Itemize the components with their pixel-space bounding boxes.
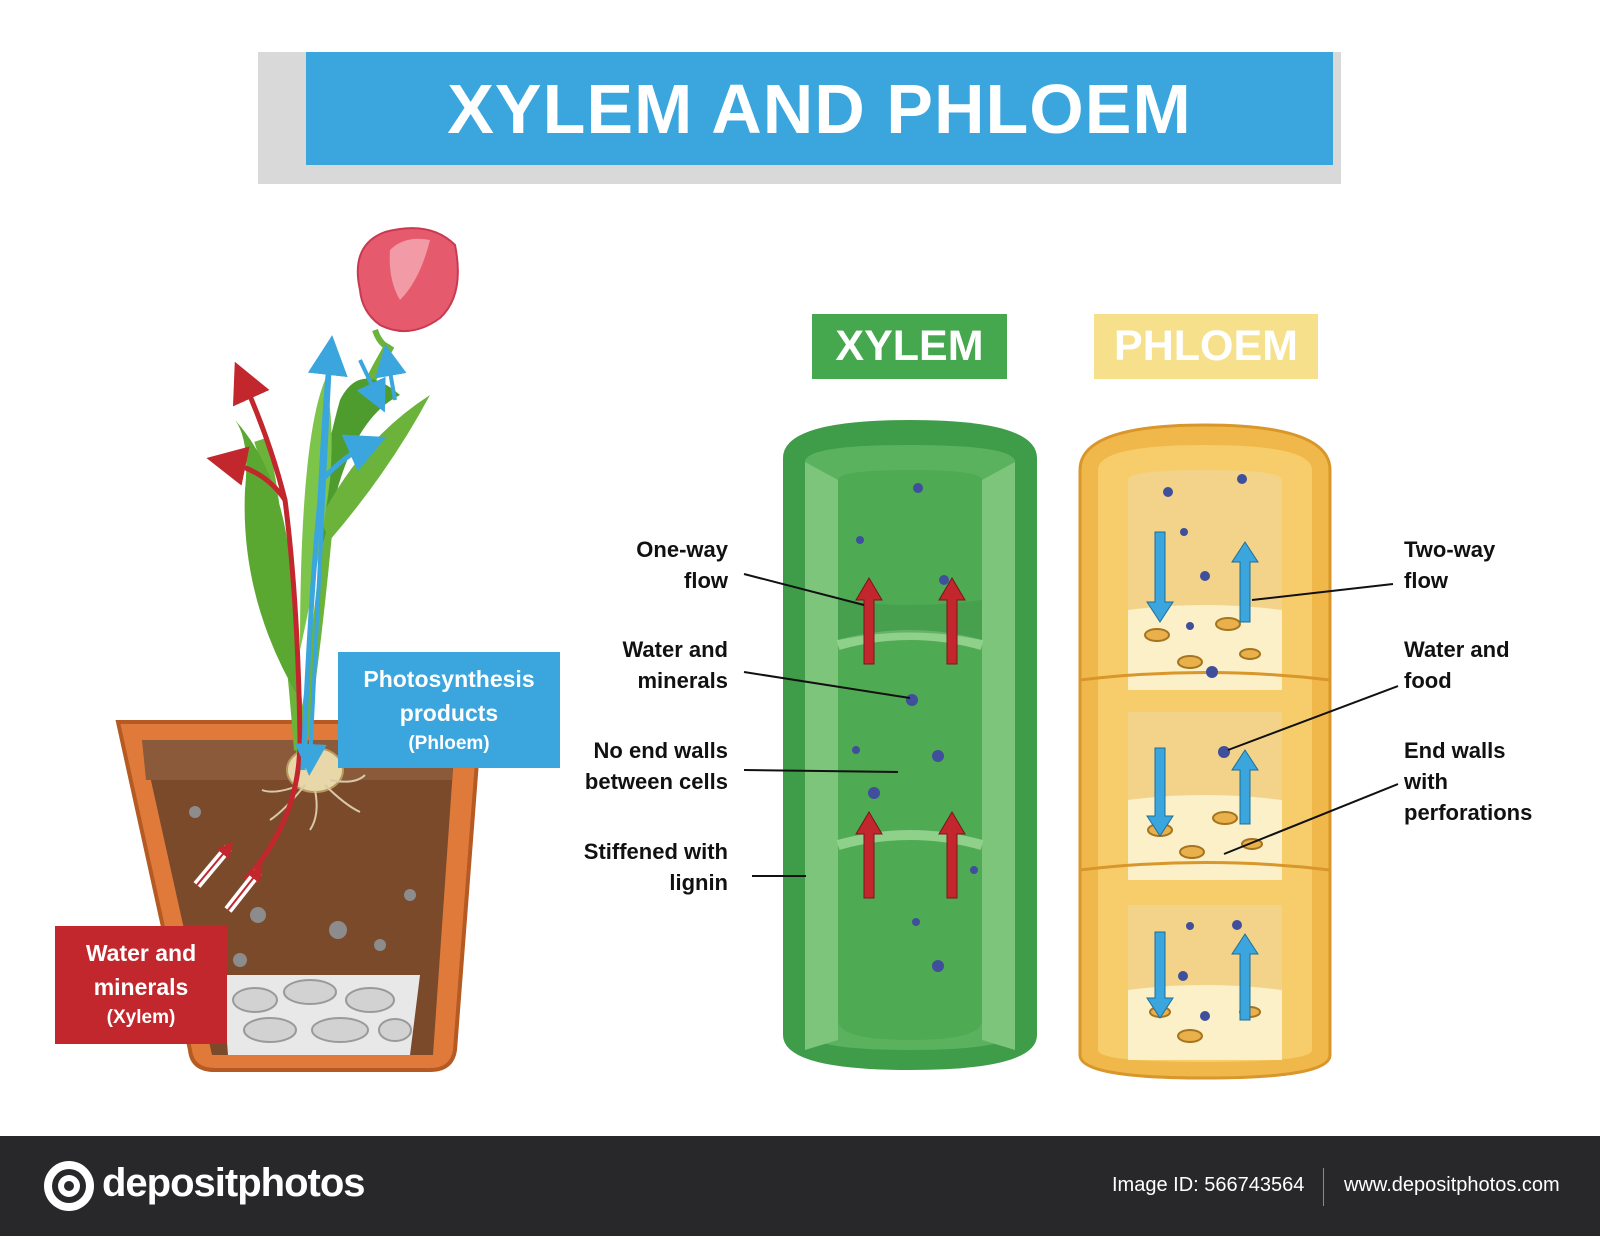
footer-logo[interactable]: depositphotos [102, 1161, 366, 1205]
tulip-flower [356, 227, 459, 351]
footer-bar [0, 1136, 1600, 1236]
xylem-label-line1: Water and [85, 940, 197, 966]
label-water-and-minerals: Water and minerals [560, 634, 728, 696]
label-line: flow [1404, 568, 1448, 593]
label-no-end-walls: No end walls between cells [540, 735, 728, 797]
label-line: No end walls [593, 738, 728, 763]
xylem-flow-arrows [193, 361, 303, 913]
phloem-heading: PHLOEM [1094, 314, 1318, 379]
page-title: XYLEM AND PHLOEM [447, 69, 1192, 148]
label-line: Two-way [1404, 537, 1496, 562]
footer-image-id: Image ID: 566743564 [1112, 1174, 1305, 1196]
footer-url-link[interactable]: www.depositphotos.com [1344, 1174, 1560, 1196]
label-two-way-flow: Two-way flow [1404, 534, 1584, 596]
xylem-heading-text: XYLEM [835, 322, 984, 370]
label-end-walls-with-perforations: End walls with perforations [1404, 735, 1594, 828]
label-one-way-flow: One-way flow [560, 534, 728, 596]
phloem-label-line2: products [399, 700, 499, 726]
label-line: Water and [622, 637, 728, 662]
label-line: End walls [1404, 738, 1506, 763]
phloem-heading-text: PHLOEM [1114, 322, 1298, 370]
phloem-tube [1078, 423, 1332, 1080]
label-water-and-food: Water and food [1404, 634, 1584, 696]
xylem-water-label: Water and minerals (Xylem) [55, 926, 227, 1044]
label-line: One-way [636, 537, 728, 562]
label-line: minerals [637, 668, 729, 693]
camera-logo-icon [44, 1161, 94, 1211]
phloem-label-line1: Photosynthesis [363, 666, 535, 692]
xylem-label-line3: (Xylem) [106, 1007, 176, 1028]
label-line: Water and [1404, 637, 1510, 662]
leader-lines [743, 573, 1399, 877]
xylem-label-line2: minerals [93, 974, 189, 1000]
label-line: lignin [669, 870, 728, 895]
footer-divider [1323, 1168, 1324, 1206]
label-line: flow [684, 568, 728, 593]
label-line: between cells [584, 769, 728, 794]
phloem-flow-arrows [294, 335, 407, 776]
label-line: Stiffened with [583, 839, 728, 864]
xylem-heading: XYLEM [812, 314, 1007, 379]
label-stiffened-with-lignin: Stiffened with lignin [540, 836, 728, 898]
xylem-tube [783, 420, 1037, 1070]
label-line: food [1404, 668, 1452, 693]
label-line: perforations [1404, 800, 1533, 825]
label-line: with [1404, 769, 1448, 794]
phloem-label-line3: (Phloem) [408, 733, 490, 754]
title-banner: XYLEM AND PHLOEM [306, 52, 1333, 165]
phloem-products-label: Photosynthesis products (Phloem) [338, 652, 560, 768]
